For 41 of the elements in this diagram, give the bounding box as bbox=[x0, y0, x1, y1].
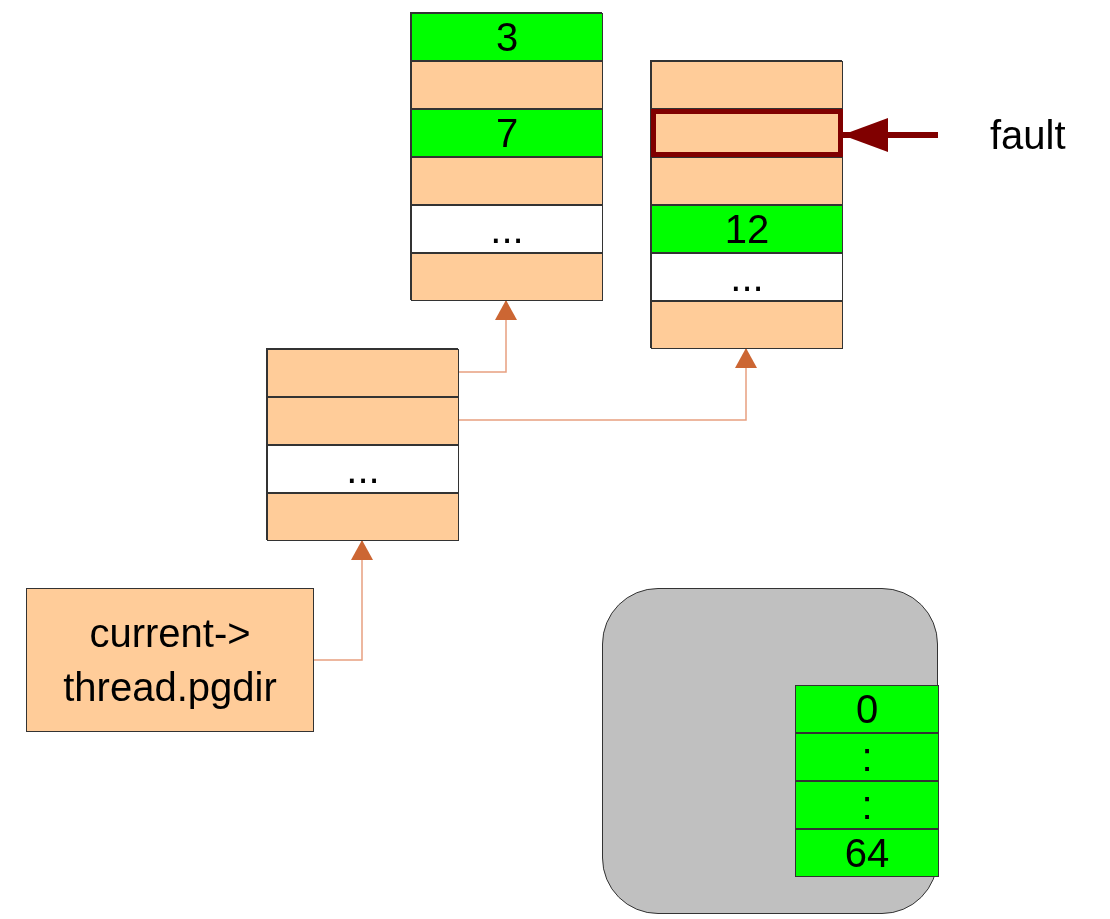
process-box bbox=[26, 588, 314, 732]
cell-text: 0 bbox=[855, 687, 879, 731]
cell-text: 12 bbox=[724, 207, 770, 251]
cell-text: 7 bbox=[495, 111, 519, 155]
table-row bbox=[411, 157, 603, 205]
cell-text: 3 bbox=[495, 15, 519, 59]
arrow bbox=[842, 118, 938, 152]
table-row bbox=[267, 349, 459, 397]
arrow bbox=[313, 539, 373, 661]
table-row bbox=[651, 205, 843, 253]
table-row bbox=[411, 253, 603, 301]
cell-text: current-> thread.pgdir bbox=[62, 610, 278, 711]
cell-text: : bbox=[861, 735, 873, 779]
arrow bbox=[457, 299, 517, 373]
arrow bbox=[457, 347, 757, 421]
cell-text: : bbox=[861, 783, 873, 827]
cell-text: ... bbox=[730, 255, 764, 299]
table bbox=[266, 348, 458, 540]
table-row bbox=[651, 301, 843, 349]
table-row bbox=[795, 733, 939, 781]
table-row bbox=[411, 109, 603, 157]
cell-text: ... bbox=[346, 447, 380, 491]
rounded-panel bbox=[602, 588, 938, 914]
table-row bbox=[651, 157, 843, 205]
table-row bbox=[651, 61, 843, 109]
cell-text: ... bbox=[490, 207, 524, 251]
table-row bbox=[651, 253, 843, 301]
table-row bbox=[411, 61, 603, 109]
table-row bbox=[795, 829, 939, 877]
table-row bbox=[267, 445, 459, 493]
table-row bbox=[795, 685, 939, 733]
highlighted-row bbox=[651, 109, 843, 157]
table-row bbox=[267, 493, 459, 541]
cell-text: 64 bbox=[844, 831, 890, 875]
table-row bbox=[795, 781, 939, 829]
table bbox=[650, 60, 842, 348]
fault-label: fault bbox=[990, 113, 1066, 157]
table bbox=[410, 12, 602, 300]
table-row bbox=[267, 397, 459, 445]
table-row bbox=[411, 13, 603, 61]
table-row bbox=[411, 205, 603, 253]
